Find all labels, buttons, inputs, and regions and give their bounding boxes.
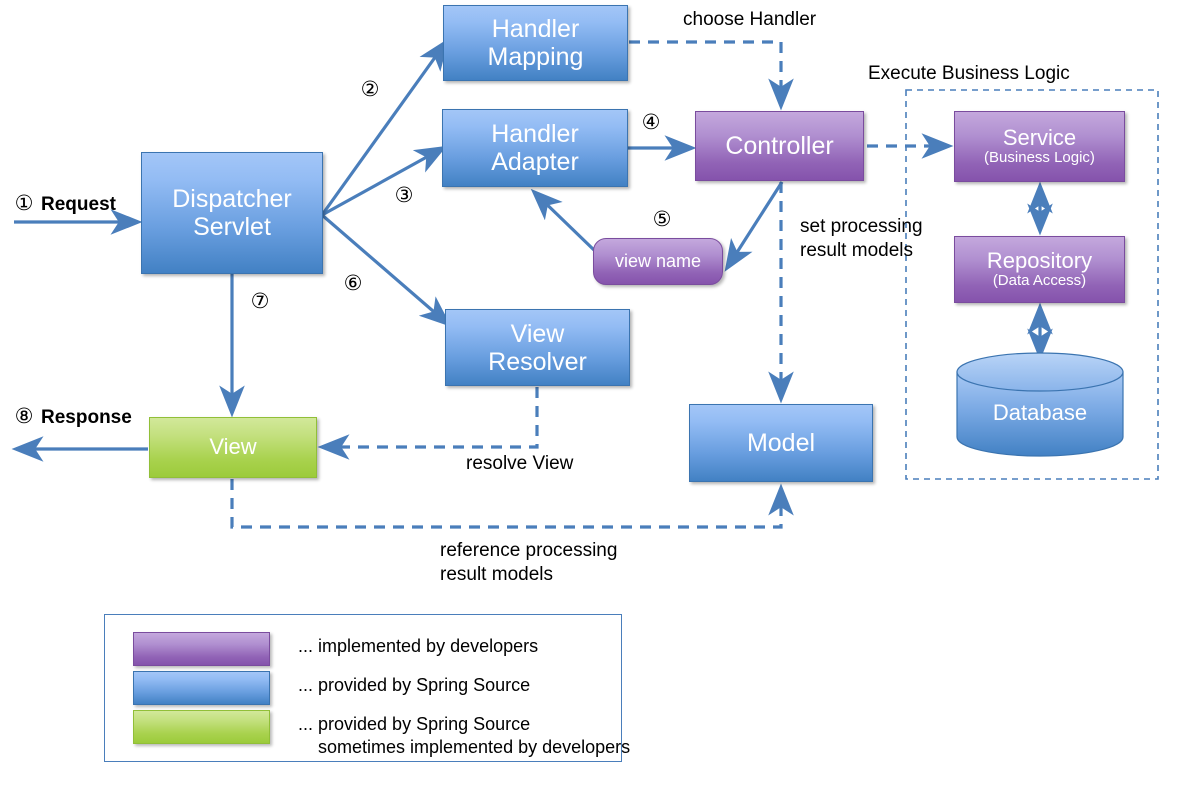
execute-business-logic-group-border [905,89,1159,480]
step-4-marker: ④ [641,111,661,134]
node-dispatcher-servlet-line1: Dispatcher [172,185,292,213]
node-view-name-label: view name [614,251,702,272]
legend-swatch-blue [133,671,270,705]
node-view-name[interactable]: view name [593,238,723,285]
node-service-line2: (Business Logic) [984,149,1095,167]
arrow-choose-handler [629,40,794,111]
node-handler-adapter-line2: Adapter [491,148,579,176]
node-database-label: Database [992,399,1088,425]
node-handler-mapping-line2: Mapping [487,43,584,71]
node-repository[interactable]: Repository (Data Access) [954,236,1125,303]
node-repository-line2: (Data Access) [992,272,1087,290]
legend-item: ... provided by Spring Source [133,671,530,705]
node-view[interactable]: View [149,417,317,478]
node-view-resolver-line2: Resolver [488,347,587,376]
node-handler-mapping[interactable]: Handler Mapping [443,5,628,81]
node-view-label: View [209,434,257,460]
step-2-marker: ② [360,78,380,101]
legend-item: ... implemented by developers [133,632,538,666]
node-handler-adapter-line1: Handler [491,120,579,148]
node-dispatcher-servlet[interactable]: Dispatcher Servlet [141,152,323,274]
legend-swatch-green [133,710,270,744]
node-controller[interactable]: Controller [695,111,864,181]
label-choose-handler: choose Handler [683,9,817,30]
node-view-resolver-line1: View [510,319,565,348]
node-service-line1: Service [1002,124,1077,150]
arrow-view-name-to-handler-adapter [530,188,596,252]
arrow-step6-to-view-resolver [320,213,452,327]
node-database[interactable]: Database [955,352,1125,457]
label-request: Request [41,194,116,215]
legend-label-implemented-by-developers: ... implemented by developers [298,636,539,656]
arrow-step5-controller-to-view-name [724,181,784,272]
label-response: Response [41,407,132,428]
node-model[interactable]: Model [689,404,873,482]
arrow-resolve-view [317,387,539,460]
step-5-marker: ⑤ [652,208,672,231]
node-handler-adapter[interactable]: Handler Adapter [442,109,628,187]
arrow-step2-to-handler-mapping [320,38,449,216]
legend-panel: ... implemented by developers ... provid… [104,614,630,762]
node-handler-mapping-line1: Handler [491,15,580,43]
label-execute-business-logic: Execute Business Logic [868,63,1070,84]
node-view-resolver[interactable]: View Resolver [445,309,630,386]
legend-label-provided-sometimes-implemented: ... provided by Spring Source sometimes … [298,714,631,758]
legend-label-provided-by-spring-source: ... provided by Spring Source [298,675,531,695]
node-repository-line1: Repository [986,247,1093,273]
step-1-marker: ① [14,192,34,215]
label-set-processing-result-models: set processing result models [800,216,923,261]
step-7-marker: ⑦ [250,290,270,313]
label-resolve-view: resolve View [466,453,574,474]
label-reference-processing-result-models: reference processing result models [440,540,618,585]
step-6-marker: ⑥ [343,272,363,295]
node-controller-label: Controller [725,132,834,160]
database-cylinder-icon [956,352,1124,457]
arrow-reference-result-models [230,479,794,529]
node-service[interactable]: Service (Business Logic) [954,111,1125,182]
step-3-marker: ③ [394,184,414,207]
step-8-marker: ⑧ [14,405,34,428]
arrow-step3-to-handler-adapter [321,145,447,217]
node-model-label: Model [746,429,816,457]
legend-swatch-purple [133,632,270,666]
legend-item: ... provided by Spring Source sometimes … [133,710,630,759]
node-dispatcher-servlet-line2: Servlet [193,213,271,241]
